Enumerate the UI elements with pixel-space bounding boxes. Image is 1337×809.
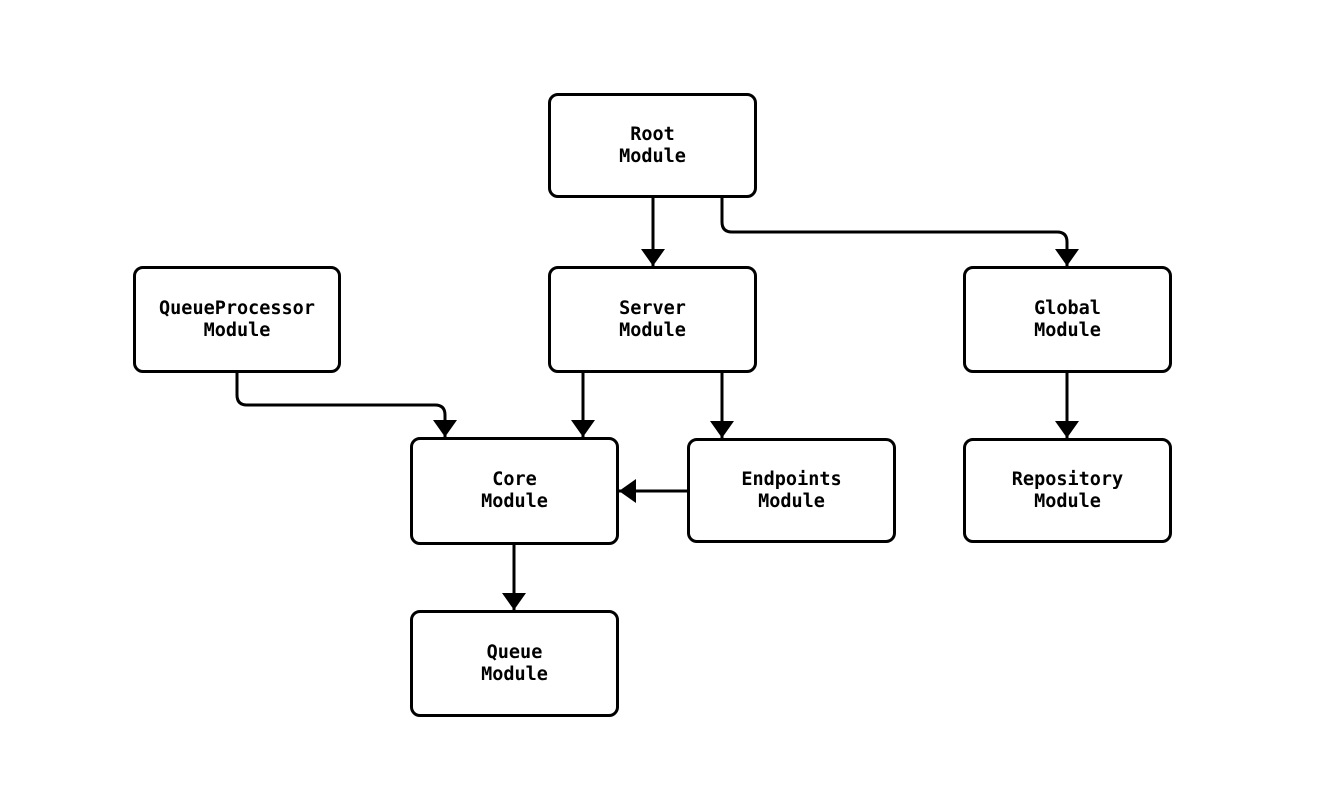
node-label-line: Core (492, 469, 537, 490)
node-label-line: Module (203, 319, 271, 341)
node-label-line: Repository (1011, 468, 1124, 490)
node-label-line: Queue (486, 641, 543, 663)
node-label-line: Module (1034, 319, 1101, 341)
node-label-line: Root (630, 123, 675, 145)
node-label-line: QueueProcessor (159, 297, 315, 319)
node-label-line: Module (481, 491, 548, 512)
node-label-line: Module (619, 319, 686, 341)
node-label-line: Module (619, 145, 686, 167)
node-label-line: Server (619, 297, 686, 319)
edge-root-to-global (720, 198, 1079, 266)
node-label-line: Module (1034, 490, 1101, 512)
node-label-line: Endpoints (741, 468, 842, 490)
node-label-line: Module (758, 490, 825, 512)
node-label-line: Global (1034, 297, 1101, 319)
node-label-line: Module (481, 663, 548, 685)
edge-queueprocessor-to-core (235, 373, 457, 437)
